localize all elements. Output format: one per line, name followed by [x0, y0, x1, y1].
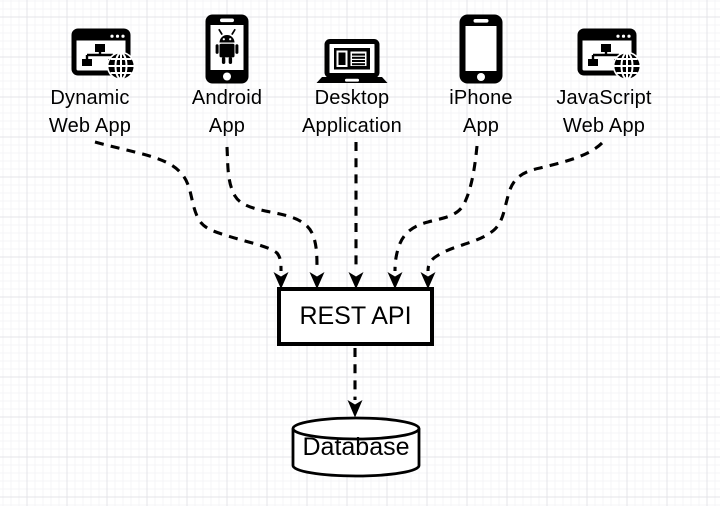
arrowhead-icon	[273, 272, 289, 289]
node-label-iphone-app: iPhone App	[449, 87, 513, 137]
arrowhead-icon	[309, 272, 325, 289]
node-label-desktop-application: Desktop Application	[301, 87, 403, 137]
browser-sitemap-globe-icon	[577, 28, 642, 80]
database-label: Database	[302, 433, 410, 461]
arrowhead-icon	[348, 272, 364, 289]
edge-dynamic-web-app-to-rest-api[interactable]	[94, 140, 283, 272]
arrowhead-icon	[347, 400, 363, 418]
rest-api-box[interactable]: REST API	[277, 287, 434, 346]
edge-iphone-app-to-rest-api[interactable]	[393, 145, 479, 272]
edge-android-app-to-rest-api[interactable]	[225, 146, 319, 272]
node-label-android-app: Android App	[191, 87, 263, 137]
smartphone-icon	[459, 14, 503, 84]
node-label-javascript-web-app: JavaScript Web App	[556, 87, 652, 137]
laptop-icon	[316, 39, 388, 83]
browser-sitemap-globe-icon	[71, 28, 136, 80]
android-smartphone-icon	[205, 14, 249, 84]
rest-api-label: REST API	[299, 302, 412, 330]
arrowhead-icon	[387, 272, 403, 289]
edge-javascript-web-app-to-rest-api[interactable]	[426, 141, 604, 272]
database-cylinder[interactable]	[291, 416, 421, 478]
arrowhead-icon	[420, 272, 436, 289]
node-label-dynamic-web-app: Dynamic Web App	[48, 87, 132, 137]
